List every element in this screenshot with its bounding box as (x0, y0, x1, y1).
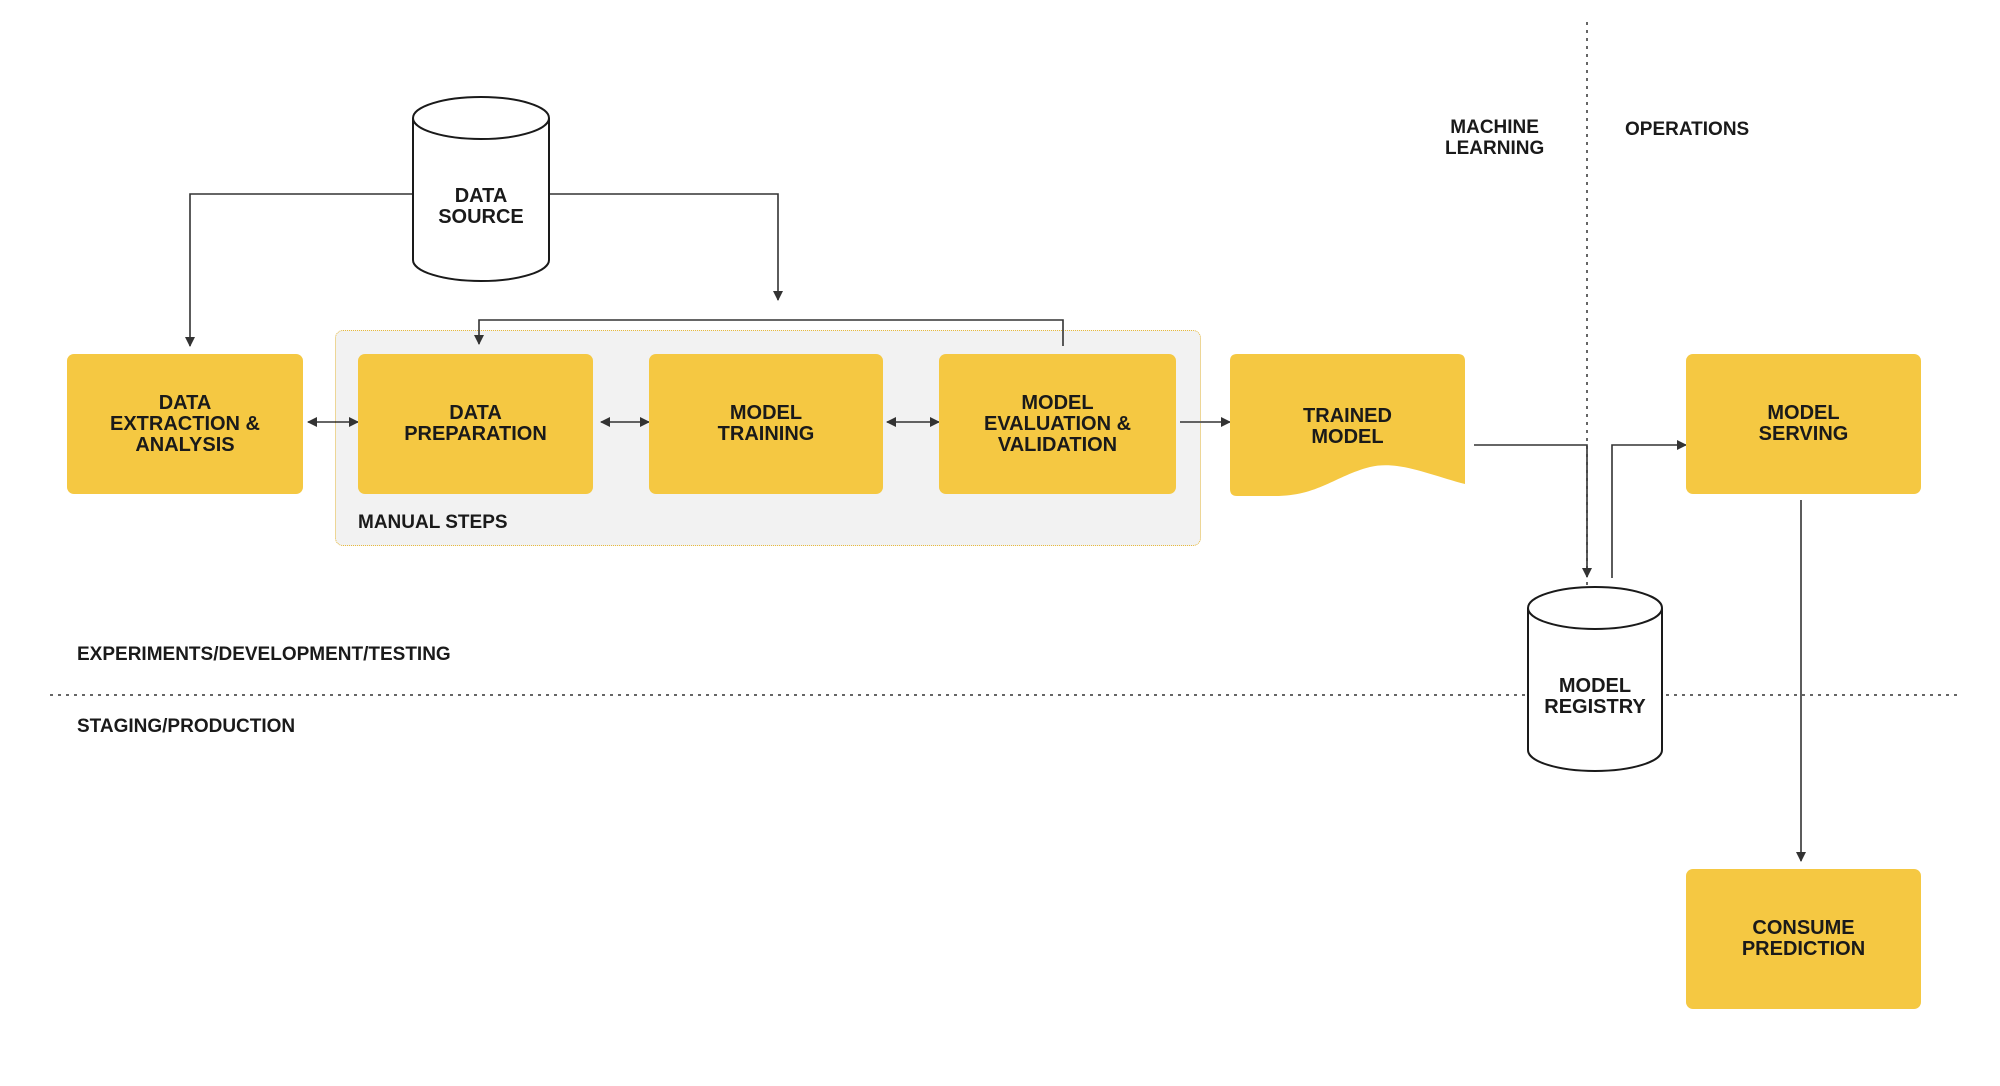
zone-label-operations: OPERATIONS (1625, 119, 1750, 140)
model-registry-cylinder: MODEL REGISTRY (1525, 584, 1665, 774)
arrow-registry-to-serving (1611, 440, 1687, 578)
database-icon (412, 96, 550, 282)
arrow-source-to-manual-steps (548, 193, 783, 301)
data-preparation-box: DATA PREPARATION (358, 354, 593, 494)
trained-model-label: TRAINED MODEL (1303, 405, 1392, 448)
model-evaluation-label: MODEL EVALUATION & VALIDATION (983, 391, 1132, 456)
arrow-source-to-extraction (185, 193, 412, 347)
data-source-label: DATA SOURCE (438, 185, 524, 228)
zone-label-machine-learning: MACHINE LEARNING (1445, 117, 1545, 159)
arrow-evaluation-feedback (474, 319, 1064, 346)
trained-model-document: TRAINED MODEL (1230, 354, 1465, 497)
data-source-cylinder: DATA SOURCE (410, 94, 552, 284)
model-serving-label: MODEL SERVING (1758, 402, 1849, 445)
zone-label-staging: STAGING/PRODUCTION (77, 716, 296, 737)
arrow-trained-model-to-registry (1474, 444, 1592, 578)
model-training-box: MODEL TRAINING (649, 354, 883, 494)
consume-prediction-box: CONSUME PREDICTION (1686, 869, 1921, 1009)
model-evaluation-box: MODEL EVALUATION & VALIDATION (939, 354, 1176, 494)
data-preparation-label: DATA PREPARATION (404, 402, 547, 445)
data-extraction-box: DATA EXTRACTION & ANALYSIS (67, 354, 303, 494)
consume-prediction-label: CONSUME PREDICTION (1741, 917, 1866, 960)
zone-label-experiments: EXPERIMENTS/DEVELOPMENT/TESTING (77, 644, 451, 665)
data-extraction-label: DATA EXTRACTION & ANALYSIS (110, 391, 260, 456)
manual-steps-label: MANUAL STEPS (358, 512, 508, 533)
model-training-label: MODEL TRAINING (717, 402, 815, 445)
document-shape (1230, 354, 1465, 496)
model-serving-box: MODEL SERVING (1686, 354, 1921, 494)
model-registry-label: MODEL REGISTRY (1544, 675, 1646, 718)
database-icon (1527, 586, 1663, 772)
